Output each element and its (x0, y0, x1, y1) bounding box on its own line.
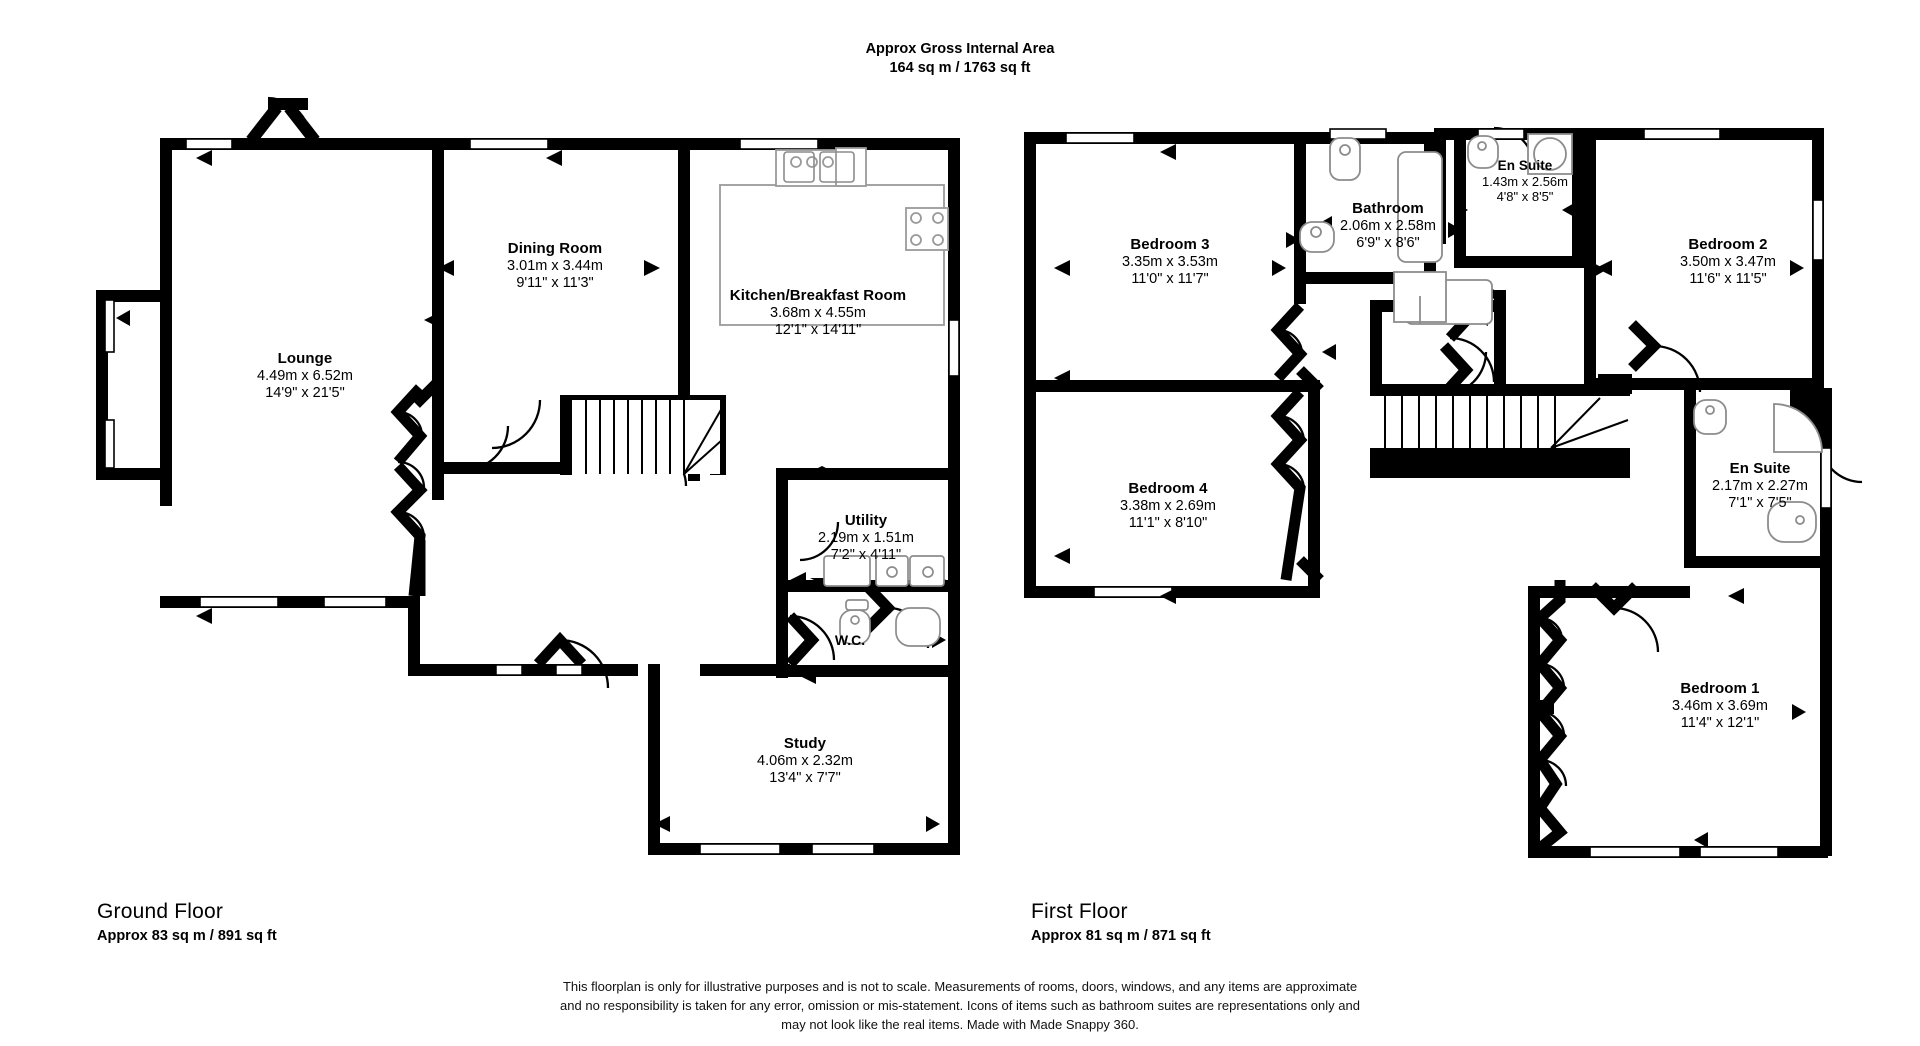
room-metric: 4.06m x 2.32m (757, 752, 853, 769)
first-floor-caption: First Floor Approx 81 sq m / 871 sq ft (1031, 900, 1211, 944)
room-name: Bedroom 2 (1688, 236, 1768, 253)
room-label-bedroom-1: Bedroom 1 3.46m x 3.69m 11'4" x 12'1" (1600, 680, 1840, 732)
disclaimer-text: This floorplan is only for illustrative … (0, 978, 1920, 1035)
room-metric: 2.17m x 2.27m (1712, 477, 1808, 494)
first-floor-windows (1065, 128, 1832, 858)
room-metric: 2.06m x 2.58m (1340, 217, 1436, 234)
room-name: Bathroom (1352, 200, 1424, 217)
room-imperial: 11'4" x 12'1" (1680, 714, 1760, 731)
room-label-wc: W.C. (834, 632, 866, 648)
room-label-bedroom-3: Bedroom 3 3.35m x 3.53m 11'0" x 11'7" (1050, 236, 1290, 288)
gross-internal-area-header: Approx Gross Internal Area 164 sq m / 17… (760, 40, 1160, 78)
room-imperial: 7'1" x 7'5" (1728, 494, 1792, 511)
ensuite-right-fixtures (1693, 399, 1823, 543)
wc-fixtures (839, 599, 941, 647)
room-imperial: 6'9" x 8'6" (1356, 234, 1420, 251)
ground-floor-caption: Ground Floor Approx 83 sq m / 891 sq ft (97, 900, 277, 944)
room-name: Dining Room (507, 240, 603, 257)
room-label-utility: Utility 2.19m x 1.51m 7'2" x 4'11" (766, 512, 966, 564)
room-label-kitchen-breakfast-room: Kitchen/Breakfast Room 3.68m x 4.55m 12'… (678, 287, 958, 339)
room-imperial: 11'0" x 11'7" (1131, 270, 1209, 287)
room-metric: 4.49m x 6.52m (257, 367, 353, 384)
first-floor-area: Approx 81 sq m / 871 sq ft (1031, 928, 1211, 944)
room-metric: 3.46m x 3.69m (1672, 697, 1768, 714)
first-floor-title: First Floor (1031, 900, 1128, 923)
room-imperial: 9'11" x 11'3" (516, 274, 594, 291)
room-label-bedroom-2: Bedroom 2 3.50m x 3.47m 11'6" x 11'5" (1608, 236, 1848, 288)
room-imperial: 14'9" x 21'5" (265, 384, 345, 401)
room-metric: 3.68m x 4.55m (770, 304, 866, 321)
room-metric: 3.38m x 2.69m (1120, 497, 1216, 514)
ground-floor-area: Approx 83 sq m / 891 sq ft (97, 928, 277, 944)
room-name: Bedroom 1 (1680, 680, 1760, 697)
gross-area-line2: 164 sq m / 1763 sq ft (889, 59, 1031, 76)
first-floor-stairs (1370, 396, 1630, 449)
room-label-ensuite-right: En Suite 2.17m x 2.27m 7'1" x 7'5" (1660, 460, 1860, 512)
first-floor-angled-walls (1270, 286, 1662, 853)
room-imperial: 11'6" x 11'5" (1689, 270, 1767, 287)
room-label-ensuite-top: En Suite 1.43m x 2.56m 4'8" x 8'5" (1440, 158, 1610, 205)
room-imperial: 11'1" x 8'10" (1128, 514, 1208, 531)
room-metric: 1.43m x 2.56m (1482, 173, 1568, 189)
utility-fixtures (823, 555, 945, 587)
disclaimer-line-2: and no responsibility is taken for any e… (560, 997, 1360, 1013)
ground-floor-stairs (572, 400, 723, 475)
ensuite-top-fixtures (1467, 133, 1573, 175)
room-label-bedroom-4: Bedroom 4 3.38m x 2.69m 11'1" x 8'10" (1048, 480, 1288, 532)
room-name: Bedroom 4 (1128, 480, 1208, 497)
room-label-bathroom: Bathroom 2.06m x 2.58m 6'9" x 8'6" (1288, 200, 1488, 252)
room-imperial: 4'8" x 8'5" (1496, 189, 1554, 205)
room-name: Bedroom 3 (1130, 236, 1210, 253)
bathroom-fixtures (1299, 137, 1493, 325)
room-label-lounge: Lounge 4.49m x 6.52m 14'9" x 21'5" (175, 350, 435, 402)
room-metric: 2.19m x 1.51m (818, 529, 914, 546)
ground-floor-title: Ground Floor (97, 900, 224, 923)
kitchen-sink-icon (783, 151, 855, 183)
room-name: En Suite (1497, 158, 1553, 173)
room-name: En Suite (1729, 460, 1791, 477)
kitchen-fixtures (719, 147, 949, 326)
room-name: Kitchen/Breakfast Room (729, 287, 907, 304)
disclaimer-line-1: This floorplan is only for illustrative … (562, 979, 1358, 994)
gross-area-line1: Approx Gross Internal Area (865, 41, 1055, 57)
first-floor-plan (1024, 126, 1863, 858)
ground-floor-plan (96, 96, 960, 855)
disclaimer-line-3: may not look like the real items. Made w… (781, 1016, 1139, 1032)
room-imperial: 13'4" x 7'7" (769, 769, 841, 786)
room-name: Lounge (277, 350, 333, 367)
room-name: Study (783, 735, 827, 752)
room-metric: 3.50m x 3.47m (1680, 253, 1776, 270)
room-imperial: 7'2" x 4'11" (830, 546, 902, 563)
room-name: Utility (844, 512, 888, 529)
room-label-dining-room: Dining Room 3.01m x 3.44m 9'11" x 11'3" (440, 240, 670, 292)
room-label-study: Study 4.06m x 2.32m 13'4" x 7'7" (700, 735, 910, 787)
room-metric: 3.01m x 3.44m (507, 257, 603, 274)
ground-floor-windows (104, 138, 960, 855)
room-imperial: 12'1" x 14'11" (774, 321, 862, 338)
room-metric: 3.35m x 3.53m (1122, 253, 1218, 270)
